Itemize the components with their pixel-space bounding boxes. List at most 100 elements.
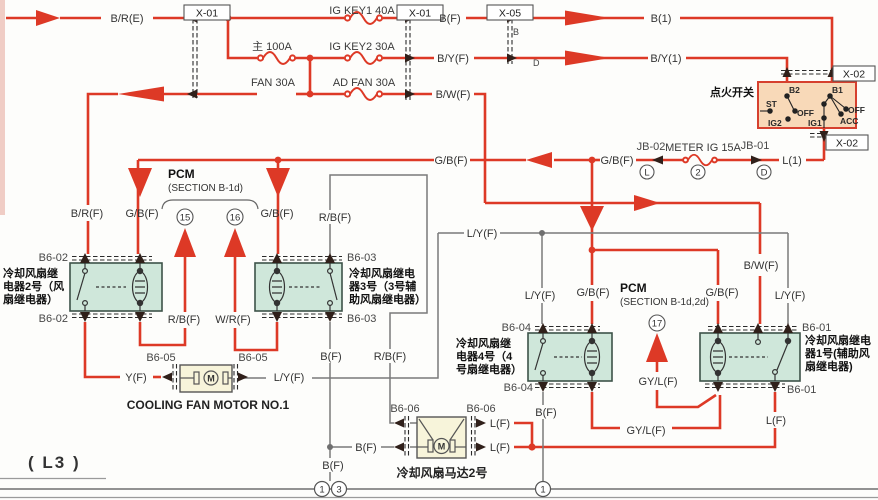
motor-1: M	[179, 364, 233, 393]
scan-edge-artifact	[0, 0, 5, 215]
connector-label-boxes	[183, 4, 876, 151]
wire-gbf-r4: G/B(F)	[577, 287, 610, 299]
relay-1-label: 冷却风扇继电 器1号(辅助风 扇继电器)	[804, 333, 871, 373]
pcm-pin-16: 16	[230, 213, 241, 224]
page-lines	[0, 477, 878, 499]
ign-b2: B2	[789, 85, 800, 95]
svg-text:扇继电器）: 扇继电器）	[3, 292, 58, 306]
wire-rbf-pcm15: R/B(F)	[168, 314, 200, 326]
wire-by1: B/Y(1)	[650, 53, 681, 65]
ign-st: ST	[766, 99, 778, 109]
flow-arrows	[36, 10, 668, 362]
svg-text:电器2号（风: 电器2号（风	[3, 279, 64, 293]
svg-text:助风扇继电器）: 助风扇继电器）	[349, 292, 426, 306]
conn-b605-right: B6-05	[238, 352, 267, 364]
pcm-pin-15: 15	[180, 213, 191, 224]
ground-3: 3	[336, 485, 341, 496]
wire-bf-m2: B(F)	[355, 442, 376, 454]
wire-brf: B/R(F)	[71, 208, 103, 220]
relay-3-label: 冷却风扇继电 器3号（3号辅 助风扇继电器）	[348, 266, 426, 306]
wire-gbf-r3: G/B(F)	[261, 208, 294, 220]
wire-gbf-r1: G/B(F)	[706, 287, 739, 299]
conn-b604-top: B6-04	[502, 322, 531, 334]
signal-wires	[240, 174, 789, 481]
connector-x01-1: X-01	[196, 8, 218, 20]
ign-off-right: OFF	[848, 105, 865, 115]
conn-b606-left: B6-06	[390, 403, 419, 415]
wire-b1: B(1)	[651, 13, 672, 25]
connector-arrows	[80, 13, 837, 452]
meterig-fuse-no: 2	[695, 168, 700, 179]
connector-x02-bottom: X-02	[836, 138, 858, 150]
motor-2: M	[416, 416, 467, 459]
wire-byf: B/Y(F)	[437, 53, 469, 65]
wire-bf-r3: B(F)	[320, 351, 341, 363]
ign-ig1: IG1	[808, 118, 822, 128]
conn-b602-top: B6-02	[39, 252, 68, 264]
wire-gbf-r2: G/B(F)	[126, 208, 159, 220]
motor2-m: M	[438, 442, 446, 452]
relay-internals	[76, 263, 792, 381]
arrow-pcm15-up	[174, 228, 196, 257]
wire-lf-m2b: L(F)	[490, 442, 510, 454]
wire-bwf-r1: B/W(F)	[744, 260, 779, 272]
conn-b603-bot: B6-03	[347, 313, 376, 325]
wire-rbf-top: R/B(F)	[319, 212, 351, 224]
conn-b606-right: B6-06	[466, 403, 495, 415]
pcm-left-title: PCM	[168, 167, 195, 181]
pcm-left: 15 16 PCM (SECTION B-1d)	[161, 167, 259, 226]
fuse-igkey2-label: IG KEY2 30A	[329, 41, 395, 53]
wire-gylf-pcm: GY/L(F)	[638, 376, 677, 388]
arrow-bw-right	[634, 195, 660, 211]
wire-lf-r1: L(F)	[766, 415, 786, 427]
pcm-left-bracket	[161, 199, 259, 210]
relay-4-label: 冷却风扇继 电器4号（4 号扇继电器）	[456, 336, 522, 376]
wire-gbf-main: G/B(F)	[435, 155, 468, 167]
pcm-pin-17: 17	[652, 319, 663, 330]
wire-yf: Y(F)	[125, 372, 146, 384]
svg-text:冷却风扇继: 冷却风扇继	[3, 266, 58, 280]
relay-4-box	[527, 332, 613, 382]
fuse-igkey1-label: IG KEY1 40A	[329, 5, 395, 17]
ground-points	[313, 480, 552, 498]
arrow-gb-down-1	[128, 168, 152, 197]
power-wires	[6, 16, 834, 449]
pcm-right-section: (SECTION B-1d,2d)	[620, 297, 709, 308]
wire-lyf-r4: L/Y(F)	[525, 290, 556, 302]
arrow-pcm17-up	[646, 333, 668, 362]
wire-lyf-m1: L/Y(F)	[274, 372, 305, 384]
fuse-adfan-label: AD FAN 30A	[333, 77, 396, 89]
relay-2-label: 冷却风扇继 电器2号（风 扇继电器）	[3, 266, 64, 306]
conn-b604-bot: B6-04	[504, 382, 533, 394]
connector-x05: X-05	[499, 8, 521, 20]
jb01-label: JB-01	[741, 140, 770, 152]
wire-wrf: W/R(F)	[215, 314, 250, 326]
jb-circles	[639, 164, 772, 180]
fuse-meterig-label: METER IG 15A	[665, 142, 741, 154]
x05-pin-b: B	[513, 27, 519, 37]
wire-lf-m2a: L(F)	[490, 418, 510, 430]
svg-text:器3号（3号辅: 器3号（3号辅	[348, 279, 416, 293]
svg-text:电器4号（4: 电器4号（4	[456, 349, 513, 363]
wire-l1: L(1)	[782, 155, 802, 167]
arrow-gb-left	[526, 152, 552, 168]
wire-lyf-top: L/Y(F)	[467, 228, 498, 240]
x05-pin-d: D	[533, 58, 540, 68]
connector-x02-top: X-02	[843, 69, 865, 81]
conn-b602-bot: B6-02	[39, 313, 68, 325]
arrow-in-left	[36, 10, 60, 26]
wire-bf-top: B(F)	[439, 13, 460, 25]
ignition-switch: ST B2 B1 OFF OFF IG2 IG1 ACC	[757, 81, 865, 129]
pcm-right-title: PCM	[620, 281, 647, 295]
wire-rbf-m2: R/B(F)	[374, 351, 406, 363]
fuse-fan-label: FAN 30A	[251, 77, 296, 89]
fuse-main-label: 主 100A	[252, 40, 292, 53]
connector-x01-2: X-01	[409, 8, 431, 20]
svg-text:冷却风扇继电: 冷却风扇继电	[805, 333, 871, 347]
jb01-pin-d: D	[761, 168, 768, 179]
arrow-gb-down-3	[580, 206, 604, 231]
wire-bre: B/R(E)	[111, 13, 144, 25]
sheet-label: ( L3 )	[28, 453, 81, 472]
